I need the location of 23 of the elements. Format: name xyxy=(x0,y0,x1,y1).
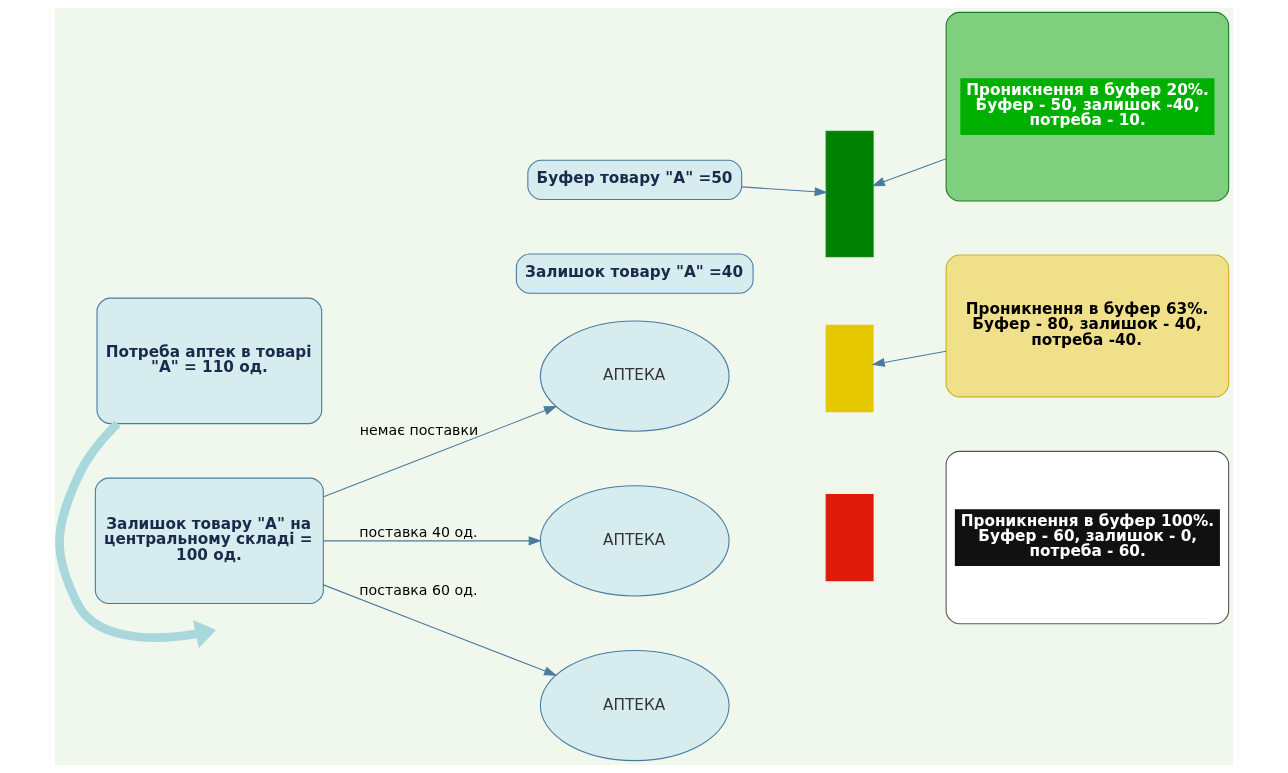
node-box: Потреба аптек в товарі "А" = 110 од. xyxy=(96,297,323,425)
node-box: Буфер товару "А" =50 xyxy=(527,159,743,200)
node-ellipse: АПТЕКА xyxy=(539,649,730,762)
arrow xyxy=(741,186,828,197)
edge-label: поставка 40 од. xyxy=(359,523,478,540)
arrow xyxy=(323,584,558,676)
node-box: Проникнення в буфер 20%. Буфер - 50, залишок -40, потреба - 10. xyxy=(945,11,1230,202)
node-ellipse: АПТЕКА xyxy=(539,320,730,432)
node-box: Проникнення в буфер 63%. Буфер - 80, залишок - 40, потреба -40. xyxy=(945,254,1230,398)
arrow xyxy=(323,536,542,546)
arrow xyxy=(55,420,217,649)
node-box: Проникнення в буфер 100%. Буфер - 60, залишок - 0, потреба - 60. xyxy=(945,450,1230,625)
node-bar xyxy=(825,130,874,258)
edge-label: поставка 60 од. xyxy=(359,581,478,598)
arrow xyxy=(323,405,558,498)
arrow xyxy=(871,350,947,367)
node-ellipse: АПТЕКА xyxy=(539,485,730,597)
node-bar xyxy=(825,324,874,413)
node-box: Залишок товару "А" =40 xyxy=(515,253,754,294)
edge-label: немає поставки xyxy=(359,422,479,439)
arrow xyxy=(871,158,947,187)
node-bar xyxy=(825,493,874,582)
node-box: Залишок товару "А" на центральному складі = 100 од. xyxy=(94,477,324,605)
